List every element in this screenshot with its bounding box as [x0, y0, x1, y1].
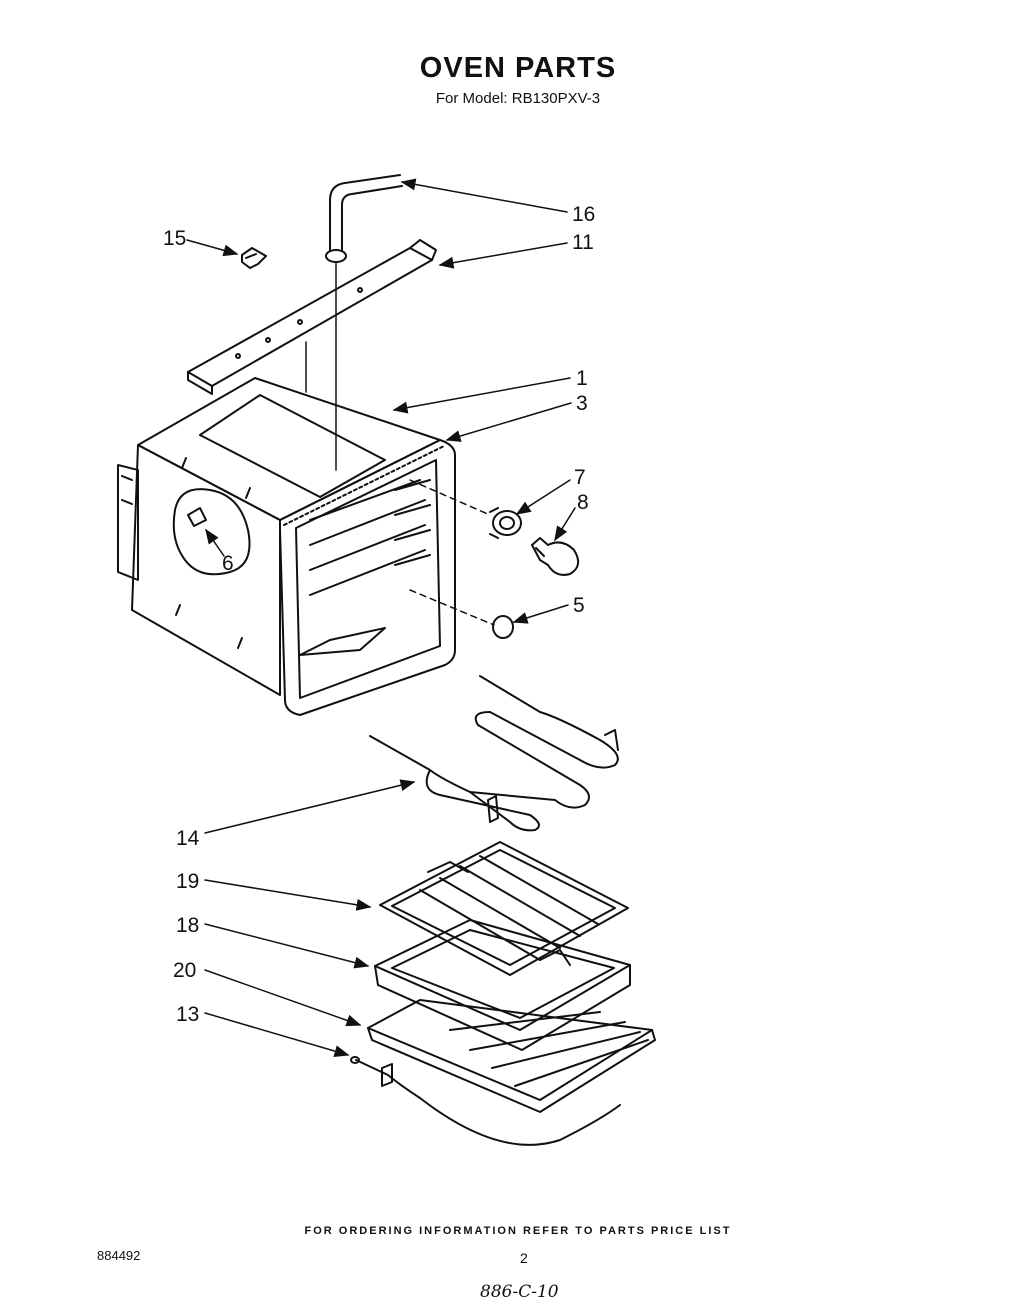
bracket-part: [187, 239, 437, 395]
clip-part: [241, 247, 267, 269]
document-code: 884492: [97, 1248, 141, 1263]
door-seal-part: [279, 439, 456, 716]
callout-19: 19: [176, 870, 199, 893]
broiler-grid-part: [379, 841, 629, 976]
oven-rack-part: [367, 999, 656, 1113]
callout-6: 6: [222, 552, 234, 575]
callout-3: 3: [576, 392, 588, 415]
callout-18: 18: [176, 914, 199, 937]
page-number: 2: [520, 1250, 528, 1266]
ordering-note: FOR ORDERING INFORMATION REFER TO PARTS …: [304, 1225, 732, 1237]
callout-14: 14: [176, 827, 200, 850]
page-title: OVEN PARTS: [419, 52, 617, 84]
callout-20: 20: [173, 959, 196, 982]
model-subtitle: For Model: RB130PXV-3: [435, 90, 601, 107]
callout-7: 7: [574, 466, 586, 489]
lamp-socket-part: [489, 507, 522, 539]
callout-13: 13: [176, 1003, 199, 1026]
lamp-bulb-part: [531, 537, 580, 576]
oven-cavity-part: [117, 377, 441, 696]
callout-5: 5: [573, 594, 585, 617]
broiler-pan-part: [374, 919, 631, 1051]
callout-8: 8: [577, 491, 589, 514]
callout-15: 15: [163, 227, 186, 250]
handwritten-note: 886-C-10: [480, 1282, 559, 1302]
bake-element-part: [369, 675, 619, 832]
plug-part: [492, 615, 514, 639]
callout-11: 11: [572, 231, 594, 254]
callout-1: 1: [576, 367, 588, 390]
sensor-wire-part: [350, 1056, 621, 1146]
tube-part: [325, 174, 403, 471]
callout-16: 16: [572, 203, 595, 226]
